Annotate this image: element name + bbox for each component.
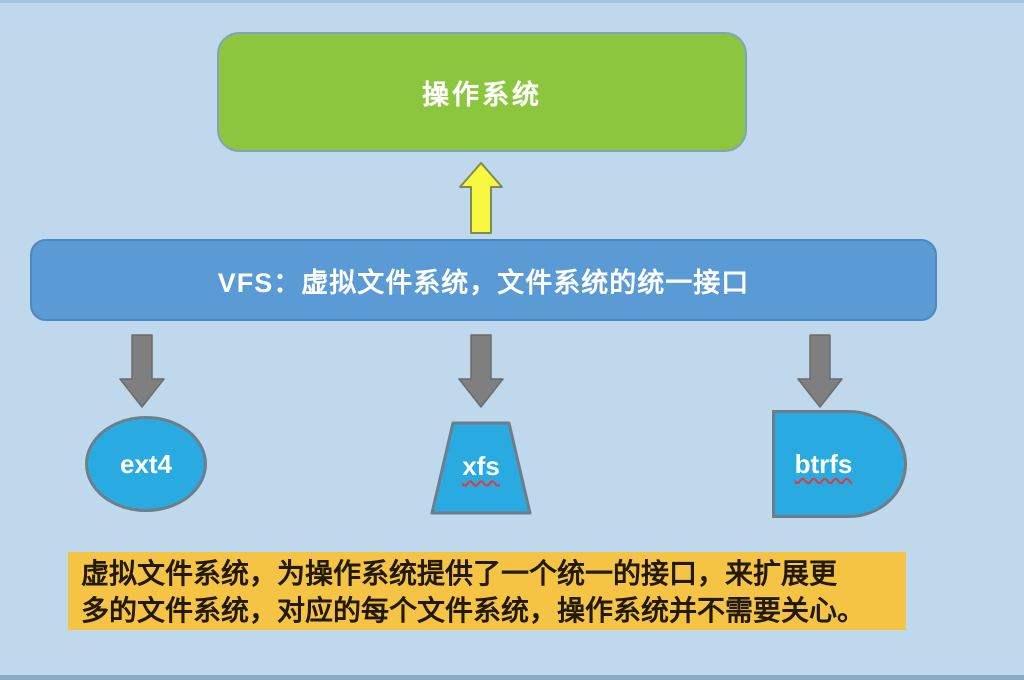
filesystem-xfs-label: xfs	[462, 451, 500, 481]
up-arrow-icon	[459, 162, 503, 234]
bottom-edge-line	[0, 675, 1024, 680]
filesystem-xfs-shape: xfs	[429, 421, 533, 515]
filesystem-btrfs-shape: btrfs	[772, 410, 907, 518]
filesystem-ext4-label: ext4	[119, 448, 173, 479]
down-arrow-right-icon	[797, 334, 843, 408]
down-arrow-left-icon	[119, 334, 165, 408]
os-box: 操作系统	[217, 32, 747, 152]
note-line-1: 虚拟文件系统，为操作系统提供了一个统一的接口，来扩展更	[81, 558, 838, 589]
os-box-label: 操作系统	[422, 79, 542, 110]
down-arrow-middle-icon	[458, 334, 504, 408]
vfs-box: VFS：虚拟文件系统，文件系统的统一接口	[30, 239, 937, 321]
note-box: 虚拟文件系统，为操作系统提供了一个统一的接口，来扩展更 多的文件系统，对应的每个…	[68, 552, 906, 630]
trapezoid-icon	[430, 421, 532, 515]
vfs-box-label: VFS：虚拟文件系统，文件系统的统一接口	[217, 267, 750, 298]
filesystem-btrfs-label: btrfs	[794, 448, 853, 479]
top-edge-line	[0, 0, 1024, 3]
note-line-2: 多的文件系统，对应的每个文件系统，操作系统并不需要关心。	[81, 595, 866, 626]
filesystem-ext4-shape: ext4	[85, 416, 207, 512]
